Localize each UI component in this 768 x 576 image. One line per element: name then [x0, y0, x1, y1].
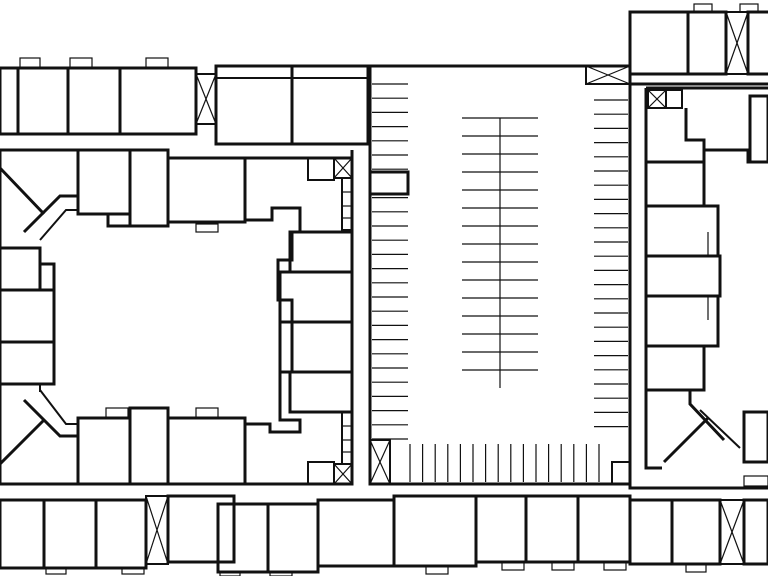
bottom-units — [0, 494, 768, 576]
courtyard-building-left — [0, 148, 354, 486]
unit-right-1[interactable] — [644, 160, 706, 208]
unit-courtyard-right-4[interactable] — [288, 370, 354, 414]
unit-bottom-6[interactable] — [474, 494, 632, 564]
unit-right-5[interactable] — [644, 344, 706, 392]
unit-right-3[interactable] — [644, 254, 722, 298]
unit-block-top-left[interactable] — [0, 66, 198, 136]
unit-courtyard-bottom-2[interactable] — [128, 406, 170, 486]
unit-courtyard-top-2[interactable] — [128, 148, 170, 228]
unit-bottom-4[interactable] — [316, 498, 396, 568]
unit-bottom-8[interactable] — [742, 498, 768, 566]
unit-right-edge-top[interactable] — [748, 94, 768, 164]
unit-courtyard-left-3[interactable] — [0, 340, 56, 386]
unit-bottom-5[interactable] — [392, 494, 478, 568]
unit-courtyard-bottom-1[interactable] — [76, 416, 132, 486]
unit-right-edge-bottom[interactable] — [742, 410, 768, 464]
unit-bottom-1[interactable] — [0, 498, 148, 570]
unit-courtyard-left-2[interactable] — [0, 288, 56, 344]
stair-icon — [369, 439, 391, 485]
unit-courtyard-top-1[interactable] — [76, 148, 132, 216]
parking-stalls — [372, 83, 628, 482]
unit-top-right-2[interactable] — [686, 10, 728, 76]
unit-bottom-7[interactable] — [628, 498, 722, 566]
garage-ramp — [368, 170, 410, 196]
unit-top-right-3[interactable] — [746, 10, 768, 76]
unit-courtyard-right-1[interactable] — [288, 230, 354, 274]
selected-unit-top-right[interactable] — [628, 10, 690, 76]
unit-right-4[interactable] — [644, 294, 720, 348]
top-left-units — [0, 57, 370, 146]
unit-right-2[interactable] — [644, 204, 720, 258]
unit-bottom-2[interactable] — [166, 494, 236, 564]
right-building — [628, 3, 768, 490]
unit-courtyard-top-3[interactable] — [166, 156, 247, 224]
parking-garage — [368, 64, 632, 486]
unit-courtyard-bottom-3[interactable] — [166, 416, 247, 486]
unit-courtyard-left-1[interactable] — [0, 246, 42, 292]
